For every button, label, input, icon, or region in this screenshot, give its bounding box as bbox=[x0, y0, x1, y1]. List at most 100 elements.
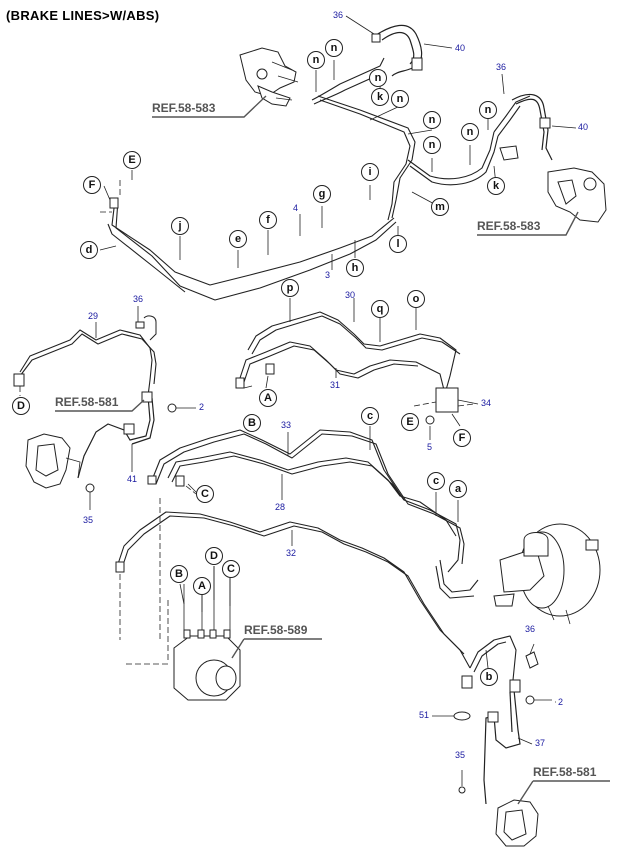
brake-hose-40-right bbox=[511, 93, 553, 161]
part-number-leaders bbox=[95, 15, 577, 745]
callout-letter: A bbox=[198, 580, 206, 592]
ref-58-589: REF.58-589 bbox=[231, 623, 322, 659]
callout-letter: B bbox=[175, 568, 183, 580]
callout-E-2: E bbox=[401, 413, 419, 431]
part-number: 31 bbox=[330, 380, 340, 390]
callout-letter: F bbox=[89, 179, 96, 191]
callout-m: m bbox=[431, 198, 449, 216]
callout-letter: e bbox=[235, 233, 241, 245]
callout-n-3: n bbox=[369, 69, 387, 87]
callout-C-2: C bbox=[222, 560, 240, 578]
brake-pipe-32 bbox=[115, 511, 471, 669]
abs-hydraulic-unit bbox=[173, 629, 241, 701]
callout-n-2: n bbox=[325, 39, 343, 57]
callout-letter: n bbox=[429, 139, 436, 151]
callout-letter: n bbox=[375, 72, 382, 84]
brake-pipe-29 bbox=[13, 315, 157, 397]
callout-i: i bbox=[361, 163, 379, 181]
ref-58-581-left: REF.58-581 bbox=[55, 395, 145, 412]
part-number: 37 bbox=[535, 738, 545, 748]
part-number: 32 bbox=[286, 548, 296, 558]
callout-E-1: E bbox=[123, 151, 141, 169]
callout-letter: q bbox=[377, 303, 384, 315]
part-number: 28 bbox=[275, 502, 285, 512]
callout-leaders-top bbox=[99, 60, 497, 268]
callout-n-6: n bbox=[423, 111, 441, 129]
callout-letter: F bbox=[459, 432, 466, 444]
brake-pipe-upper bbox=[100, 57, 531, 301]
callout-n-8: n bbox=[423, 136, 441, 154]
brake-hose-41 bbox=[77, 391, 155, 479]
callout-letter: l bbox=[396, 238, 399, 250]
callout-letter: k bbox=[377, 91, 384, 103]
callout-n-1: n bbox=[307, 51, 325, 69]
callout-letter: n bbox=[485, 104, 492, 116]
part-number: 4 bbox=[293, 203, 298, 213]
callout-F-2: F bbox=[453, 429, 471, 447]
callout-n-4: n bbox=[391, 90, 409, 108]
brake-pipe-30-31 bbox=[235, 311, 475, 425]
callout-c-2: c bbox=[427, 472, 445, 490]
callout-A-2: A bbox=[193, 577, 211, 595]
callout-letter: m bbox=[435, 201, 445, 213]
rear-caliper-left-top bbox=[239, 47, 299, 107]
callout-letter: n bbox=[397, 93, 404, 105]
callout-j: j bbox=[171, 217, 189, 235]
front-caliper-left bbox=[25, 433, 81, 489]
part-number: 35 bbox=[455, 750, 465, 760]
callout-leaders-lower bbox=[179, 426, 489, 669]
part-number: 30 bbox=[345, 290, 355, 300]
callout-letter: E bbox=[406, 416, 413, 428]
callout-k-2: k bbox=[487, 177, 505, 195]
callout-c-1: c bbox=[361, 407, 379, 425]
part-number: 36 bbox=[496, 62, 506, 72]
part-number: 34 bbox=[481, 398, 491, 408]
callout-B-2: B bbox=[170, 565, 188, 583]
callout-letter: j bbox=[177, 220, 181, 232]
bolts-mid-left bbox=[85, 403, 196, 510]
ref-58-583-right: REF.58-583 bbox=[477, 211, 579, 236]
callout-letter: C bbox=[201, 488, 209, 500]
callout-letter: n bbox=[331, 42, 338, 54]
ref-label: REF.58-581 bbox=[533, 765, 597, 779]
callout-a: a bbox=[449, 480, 467, 498]
callout-o: o bbox=[407, 290, 425, 308]
callout-letter: f bbox=[266, 214, 270, 226]
part-number: 35 bbox=[83, 515, 93, 525]
part-number: 3 bbox=[325, 270, 330, 280]
callout-letter: A bbox=[264, 392, 272, 404]
ref-label: REF.58-581 bbox=[55, 395, 119, 409]
part-number: 41 bbox=[127, 474, 137, 484]
callout-D-2: D bbox=[205, 547, 223, 565]
callout-C-1: C bbox=[196, 485, 214, 503]
part-number: 29 bbox=[88, 311, 98, 321]
ref-58-583-left: REF.58-583 bbox=[152, 95, 267, 118]
callout-f: f bbox=[259, 211, 277, 229]
callout-e: e bbox=[229, 230, 247, 248]
callout-n-5: n bbox=[479, 101, 497, 119]
callout-b: b bbox=[480, 668, 498, 686]
brake-booster-master-cylinder bbox=[493, 523, 601, 625]
diagram-title: (BRAKE LINES>W/ABS) bbox=[6, 8, 160, 23]
callout-letter: p bbox=[287, 282, 294, 294]
callout-d: d bbox=[80, 241, 98, 259]
callout-letter: g bbox=[319, 188, 326, 200]
callout-n-7: n bbox=[461, 123, 479, 141]
callout-letter: D bbox=[210, 550, 218, 562]
callout-k-1: k bbox=[371, 88, 389, 106]
callout-letter: n bbox=[313, 54, 320, 66]
callout-letter: n bbox=[429, 114, 436, 126]
callout-letter: C bbox=[227, 563, 235, 575]
callout-letter: k bbox=[493, 180, 500, 192]
callout-letter: b bbox=[486, 671, 493, 683]
ref-label: REF.58-589 bbox=[244, 623, 308, 637]
callout-h: h bbox=[346, 259, 364, 277]
part-number: 40 bbox=[455, 43, 465, 53]
callout-letter: E bbox=[128, 154, 135, 166]
brake-pipe-33-28 bbox=[147, 429, 479, 599]
callout-q: q bbox=[371, 300, 389, 318]
part-number: 33 bbox=[281, 420, 291, 430]
callout-letter: i bbox=[368, 166, 371, 178]
callout-p: p bbox=[281, 279, 299, 297]
brake-hose-40-top bbox=[371, 24, 423, 77]
